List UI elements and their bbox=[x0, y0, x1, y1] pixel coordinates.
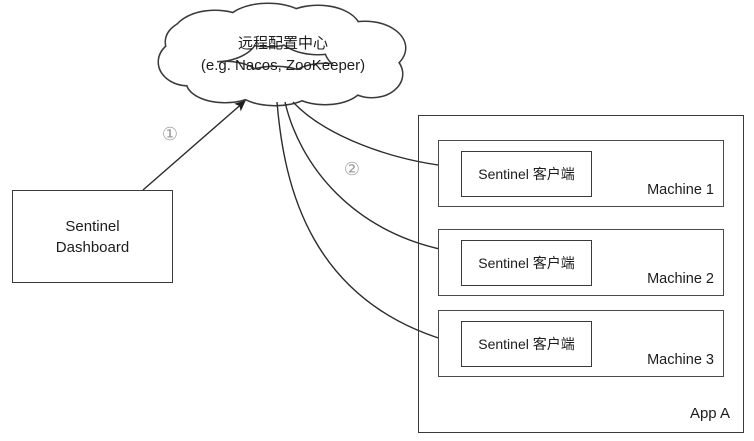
step-1-badge: ① bbox=[161, 124, 179, 144]
machine-2-client-label: Sentinel 客户端 bbox=[478, 255, 575, 271]
machine-3-client-label: Sentinel 客户端 bbox=[478, 336, 575, 352]
machine-3-sentinel-client-node: Sentinel 客户端 bbox=[461, 321, 592, 367]
machine-3-node: Sentinel 客户端 Machine 3 bbox=[438, 310, 724, 377]
machine-1-client-label: Sentinel 客户端 bbox=[478, 166, 575, 182]
arrow-config-center-to-machine-1 bbox=[292, 101, 456, 172]
config-center-node: 远程配置中心 (e.g. Nacos, ZooKeeper) bbox=[168, 33, 398, 77]
dashboard-label-line2: Dashboard bbox=[55, 238, 130, 256]
machine-3-label: Machine 3 bbox=[647, 352, 714, 368]
machine-2-sentinel-client-node: Sentinel 客户端 bbox=[461, 240, 592, 286]
cloud-shape bbox=[157, 2, 407, 107]
step-2-badge: ② bbox=[343, 159, 361, 179]
config-center-subtitle: (e.g. Nacos, ZooKeeper) bbox=[200, 56, 366, 74]
dashboard-label-line1: Sentinel bbox=[65, 217, 120, 235]
machine-1-sentinel-client-node: Sentinel 客户端 bbox=[461, 151, 592, 197]
arrow-dashboard-to-config-center bbox=[142, 100, 246, 191]
sentinel-dashboard-node: Sentinel Dashboard bbox=[12, 190, 173, 283]
config-center-title: 远程配置中心 bbox=[237, 35, 328, 52]
app-a-label: App A bbox=[689, 405, 730, 422]
arrow-config-center-to-machine-3 bbox=[276, 101, 456, 346]
machine-2-node: Sentinel 客户端 Machine 2 bbox=[438, 229, 724, 296]
machine-1-node: Sentinel 客户端 Machine 1 bbox=[438, 140, 724, 207]
machine-1-label: Machine 1 bbox=[647, 182, 714, 198]
machine-2-label: Machine 2 bbox=[647, 271, 714, 287]
app-a-container: Sentinel 客户端 Machine 1 Sentinel 客户端 Mach… bbox=[418, 115, 744, 433]
